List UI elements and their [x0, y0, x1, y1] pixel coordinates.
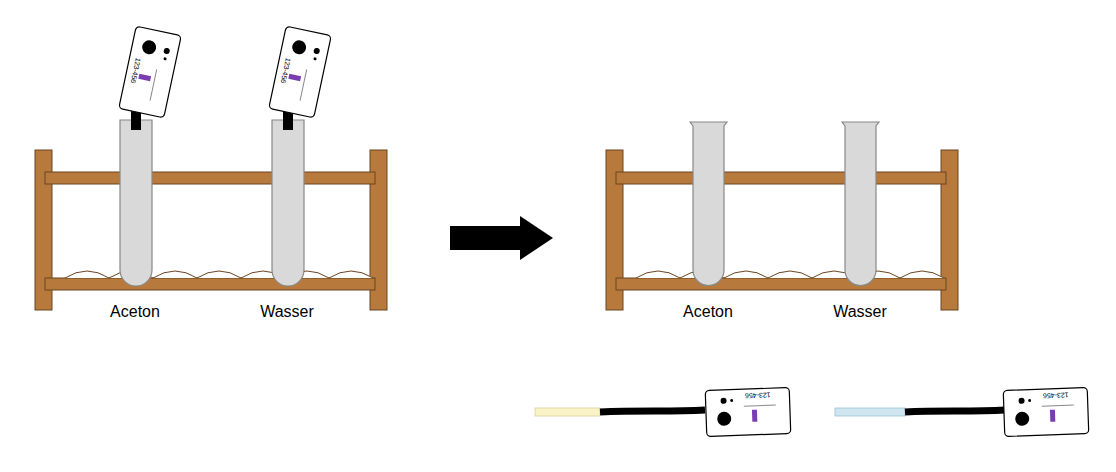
test-tube-rack: [35, 150, 387, 310]
test-tube: [842, 122, 879, 285]
probe-tip: [535, 408, 600, 416]
tube-label: Wasser: [260, 303, 314, 321]
probe-cable: [600, 410, 705, 412]
sensor-id: 123-456: [1043, 391, 1069, 399]
tube-label: Wasser: [833, 303, 887, 321]
sensor-id: 123-456: [745, 391, 771, 399]
temperature-sensor: [119, 26, 181, 118]
probe-tip: [835, 408, 905, 416]
temperature-sensor: [269, 26, 331, 118]
test-tube-rack: [606, 150, 958, 310]
temperature-sensor: [705, 388, 791, 437]
process-arrow: [450, 216, 553, 260]
test-tube: [690, 122, 727, 285]
test-tube: [120, 120, 152, 286]
test-tube: [272, 120, 304, 286]
temperature-sensor: [1003, 388, 1089, 437]
tube-label: Aceton: [110, 303, 160, 321]
tube-label: Aceton: [683, 303, 733, 321]
probe-cable: [905, 410, 1005, 412]
